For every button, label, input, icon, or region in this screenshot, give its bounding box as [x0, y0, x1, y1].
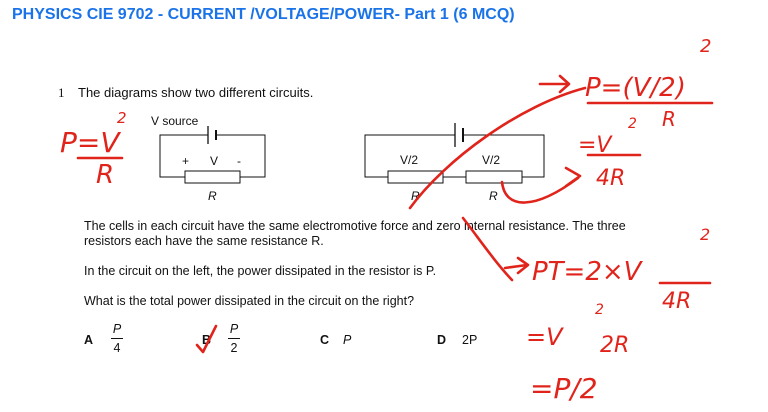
- v-half-label-2: V/2: [482, 153, 500, 167]
- paragraph-question: What is the total power dissipated in th…: [84, 294, 415, 308]
- v-label: V: [210, 154, 218, 168]
- left-formula-exp: 2: [117, 109, 127, 127]
- right-resistor-label-2: R: [489, 189, 498, 203]
- right-resistor-2: [465, 170, 523, 184]
- left-resistor: [184, 170, 241, 184]
- annotation-text: P=V 2 R P=(V/2) 2 R =V 2 4R PT=2×V 2 4R …: [60, 36, 711, 405]
- option-b-letter: B: [202, 333, 212, 347]
- question-number: 1: [58, 85, 65, 100]
- right-formula-1-exp: 2: [700, 36, 711, 57]
- option-d-value: 2P: [462, 333, 478, 347]
- option-c-value: P: [343, 333, 352, 347]
- right-formula-3-den: 4R: [662, 289, 691, 314]
- arrow-to-4r: [500, 176, 580, 204]
- right-formula-5: =P/2: [530, 372, 598, 405]
- option-c-letter: C: [320, 333, 330, 347]
- option-b-numerator: P: [229, 322, 239, 336]
- right-formula-2-den: 4R: [596, 166, 625, 191]
- option-a-letter: A: [84, 333, 94, 347]
- right-formula-2-num: =V: [578, 133, 613, 158]
- option-b-fraction: P 2: [226, 322, 242, 355]
- v-half-label-1: V/2: [400, 153, 418, 167]
- option-a-numerator: P: [112, 322, 122, 336]
- v-source-label: V source: [151, 114, 199, 128]
- left-circuit: [159, 126, 266, 184]
- option-a-denominator: 4: [113, 341, 121, 355]
- right-formula-4-den: 2R: [600, 333, 629, 358]
- page-title: PHYSICS CIE 9702 - CURRENT /VOLTAGE/POWE…: [12, 6, 515, 23]
- option-b-denominator: 2: [230, 341, 238, 355]
- annotation-ink: [76, 74, 714, 354]
- right-resistor-1: [387, 170, 444, 184]
- checkmark-icon: [195, 324, 218, 354]
- option-a-fraction: P 4: [109, 322, 125, 355]
- left-resistor-label: R: [208, 189, 217, 203]
- paragraph-emf: The cells in each circuit have the same …: [84, 219, 626, 248]
- plus-label: +: [182, 154, 189, 168]
- paragraph-left-power: In the circuit on the left, the power di…: [84, 264, 437, 278]
- right-formula-3: PT=2×V: [532, 257, 644, 287]
- question-intro: The diagrams show two different circuits…: [78, 85, 314, 100]
- right-formula-4-num: =V: [526, 323, 564, 351]
- arrow-to-total: [461, 216, 514, 282]
- right-circuit: [364, 123, 545, 184]
- right-resistor-label-1: R: [411, 189, 420, 203]
- left-formula-den: R: [96, 160, 114, 190]
- minus-label: -: [237, 154, 241, 168]
- arrow-to-formula: [408, 86, 587, 210]
- right-formula-3-exp: 2: [700, 225, 710, 244]
- right-formula-2-exp: 2: [628, 116, 637, 132]
- right-formula-4-exp: 2: [595, 302, 604, 318]
- left-formula-lhs: P=V: [60, 126, 121, 159]
- option-d-letter: D: [437, 333, 447, 347]
- right-formula-1-den: R: [662, 107, 676, 131]
- right-formula-1: P=(V/2): [585, 73, 686, 103]
